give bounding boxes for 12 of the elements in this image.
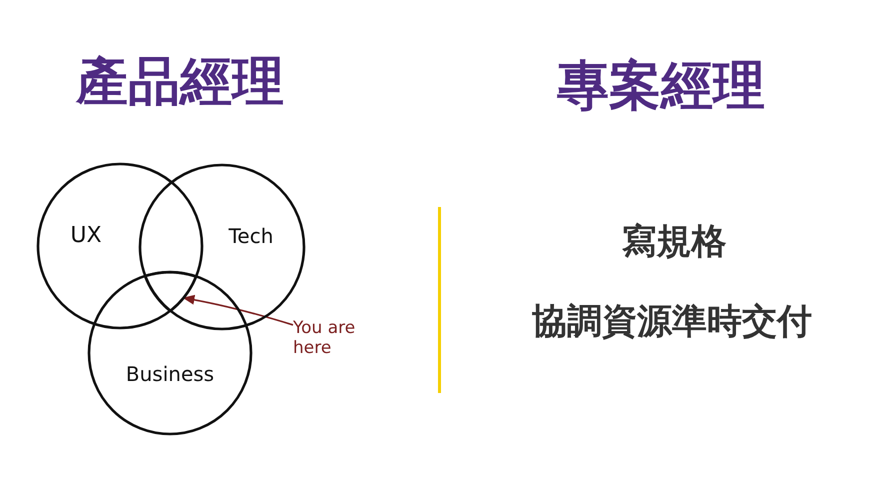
column-heading: 專案經理 — [557, 57, 765, 117]
callout-text: You are here — [293, 318, 377, 358]
venn-circle — [87, 270, 253, 436]
overlap-region — [144, 270, 198, 312]
circle-label: UX — [70, 224, 102, 248]
venn-circle — [36, 162, 204, 330]
list-item: 寫規格 — [622, 222, 726, 262]
circle-label: Tech — [228, 225, 274, 247]
column-heading: 產品經理 — [76, 53, 284, 113]
list-item: 協調資源準時交付 — [532, 302, 812, 342]
leader-arrow — [182, 294, 294, 326]
circle-label: Business — [126, 363, 214, 385]
